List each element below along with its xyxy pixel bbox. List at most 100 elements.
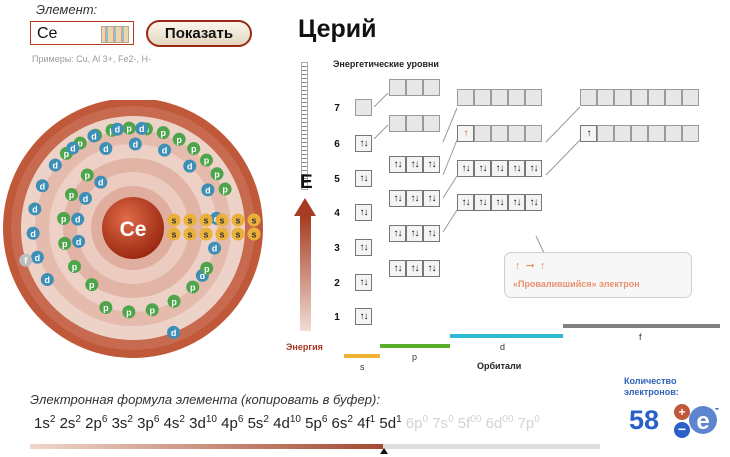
formula-term: 6d00: [486, 414, 514, 432]
orbital-4p-cell: ↑↓: [389, 190, 406, 207]
element-name: Церий: [298, 15, 377, 43]
electron-icon: + − e -: [674, 401, 719, 438]
level-number-6: 6: [334, 139, 340, 150]
orbital-7p-cell: [389, 79, 406, 96]
electron-p-label: p: [149, 305, 155, 315]
formula-term: 3p6: [137, 414, 159, 432]
orbital-6d-cell: [491, 89, 508, 106]
element-label: Элемент:: [36, 2, 98, 17]
electron-f-label: f: [24, 256, 28, 266]
formula-progress-bar[interactable]: [30, 444, 600, 449]
periodic-table-icon[interactable]: [101, 26, 129, 43]
formula-term-count: 10: [289, 414, 301, 425]
electron-d-label: d: [75, 215, 81, 225]
formula-term-orbital: 6p: [405, 415, 423, 432]
electron-d-label: d: [205, 185, 211, 195]
electron-d: [128, 137, 142, 151]
electron-d: [87, 129, 101, 143]
electron-d-label: d: [162, 146, 168, 156]
formula-marker-icon[interactable]: [380, 448, 388, 454]
electron-d-label: d: [45, 275, 51, 285]
electron-d: [110, 122, 124, 136]
electron-d: [35, 179, 49, 193]
formula-term-orbital: 3s: [111, 415, 128, 432]
electron-d: [94, 175, 108, 189]
electron-p: [122, 305, 136, 319]
electron-s-label: s: [235, 216, 240, 226]
electron-d: [167, 325, 181, 339]
formula-term-orbital: 1s: [34, 415, 50, 432]
nucleus: [102, 197, 164, 259]
orbital-5d-cell: [491, 125, 508, 142]
tooltip-text: «Провалившийся» электрон: [513, 279, 640, 289]
electron-p-label: p: [126, 307, 132, 317]
electron-d-label: d: [133, 140, 139, 150]
electron-p-label: p: [72, 262, 78, 272]
orbital-label-s: s: [360, 362, 365, 372]
formula-term-count: 2: [179, 414, 185, 425]
orbital-3p-cell: ↑↓: [423, 225, 440, 242]
level-number-3: 3: [334, 243, 340, 254]
electron-s: [199, 227, 213, 241]
electron-d-label: d: [115, 125, 121, 135]
formula-term-orbital: 7s: [432, 415, 449, 432]
fallen-electron-tooltip: ↑ ➞ ↑ «Провалившийся» электрон: [504, 252, 692, 298]
electron-p-label: p: [64, 149, 70, 159]
element-input-value[interactable]: Ce: [37, 25, 58, 42]
electron-d: [71, 212, 85, 226]
examples-hint: Примеры: Cu, Al 3+, Fe2-, H-: [32, 54, 151, 64]
electron-p-label: p: [222, 185, 228, 195]
electron-p-label: p: [84, 171, 90, 181]
svg-text:+: +: [678, 405, 685, 419]
electron-s-label: s: [235, 230, 240, 240]
formula-term: 7s0: [432, 414, 453, 432]
formula-term-orbital: 3p: [137, 415, 154, 432]
orbital-4f-cell: [614, 125, 631, 142]
electron-count-label: Количество электронов:: [624, 376, 679, 398]
orbital-4f-cell: [665, 125, 682, 142]
formula-term-orbital: 5f: [457, 415, 471, 432]
orbital-4s-cell: ↑↓: [355, 204, 372, 221]
electron-d-label: d: [30, 229, 36, 239]
formula-term: 3s2: [111, 414, 133, 432]
electron-d-label: d: [91, 131, 97, 141]
electron-p: [80, 168, 94, 182]
electron-d: [48, 158, 62, 172]
electron-p-label: p: [176, 135, 182, 145]
levels-title: Энергетические уровни: [333, 59, 439, 69]
electron-p: [186, 280, 200, 294]
orbital-5p-cell: ↑↓: [389, 156, 406, 173]
orbital-1s-cell: ↑↓: [355, 308, 372, 325]
formula-term-orbital: 5p: [305, 415, 322, 432]
electron-p: [199, 153, 213, 167]
electron-d-label: d: [187, 162, 193, 172]
electron-d: [135, 121, 149, 135]
orbital-color-bars: [344, 324, 720, 358]
electron-formula[interactable]: 1s2 2s2 2p6 3s2 3p6 4s2 3d10 4p6 5s2 4d1…: [34, 414, 540, 432]
electron-cloud: ppppppppppppddddddddddddddddddpppppppppp…: [19, 121, 261, 339]
electron-d-label: d: [32, 204, 38, 214]
orbital-6p-cell: [423, 115, 440, 132]
orbital-6p-cell: [389, 115, 406, 132]
orbital-5f-cell: [665, 89, 682, 106]
orbital-5d-cell: [508, 125, 525, 142]
element-input[interactable]: Ce: [30, 21, 134, 45]
electron-d: [72, 234, 86, 248]
electron-s: [231, 227, 245, 241]
orbital-4d-cell: ↑↓: [508, 160, 525, 177]
electron-s-label: s: [171, 216, 176, 226]
formula-term: 5p6: [305, 414, 327, 432]
orbital-2p-cell: ↑↓: [389, 260, 406, 277]
electron-p-label: p: [160, 128, 166, 138]
formula-term-count: 2: [347, 414, 353, 425]
orbital-5f-cell: [682, 89, 699, 106]
formula-term-orbital: 5s: [247, 415, 264, 432]
show-button[interactable]: Показать: [146, 20, 252, 47]
electron-p: [57, 211, 71, 225]
electron-p-label: p: [171, 297, 177, 307]
orbital-3p-cell: ↑↓: [406, 225, 423, 242]
electron-p-label: p: [77, 139, 83, 149]
electron-p: [172, 132, 186, 146]
nucleus-symbol: Ce: [120, 218, 147, 241]
